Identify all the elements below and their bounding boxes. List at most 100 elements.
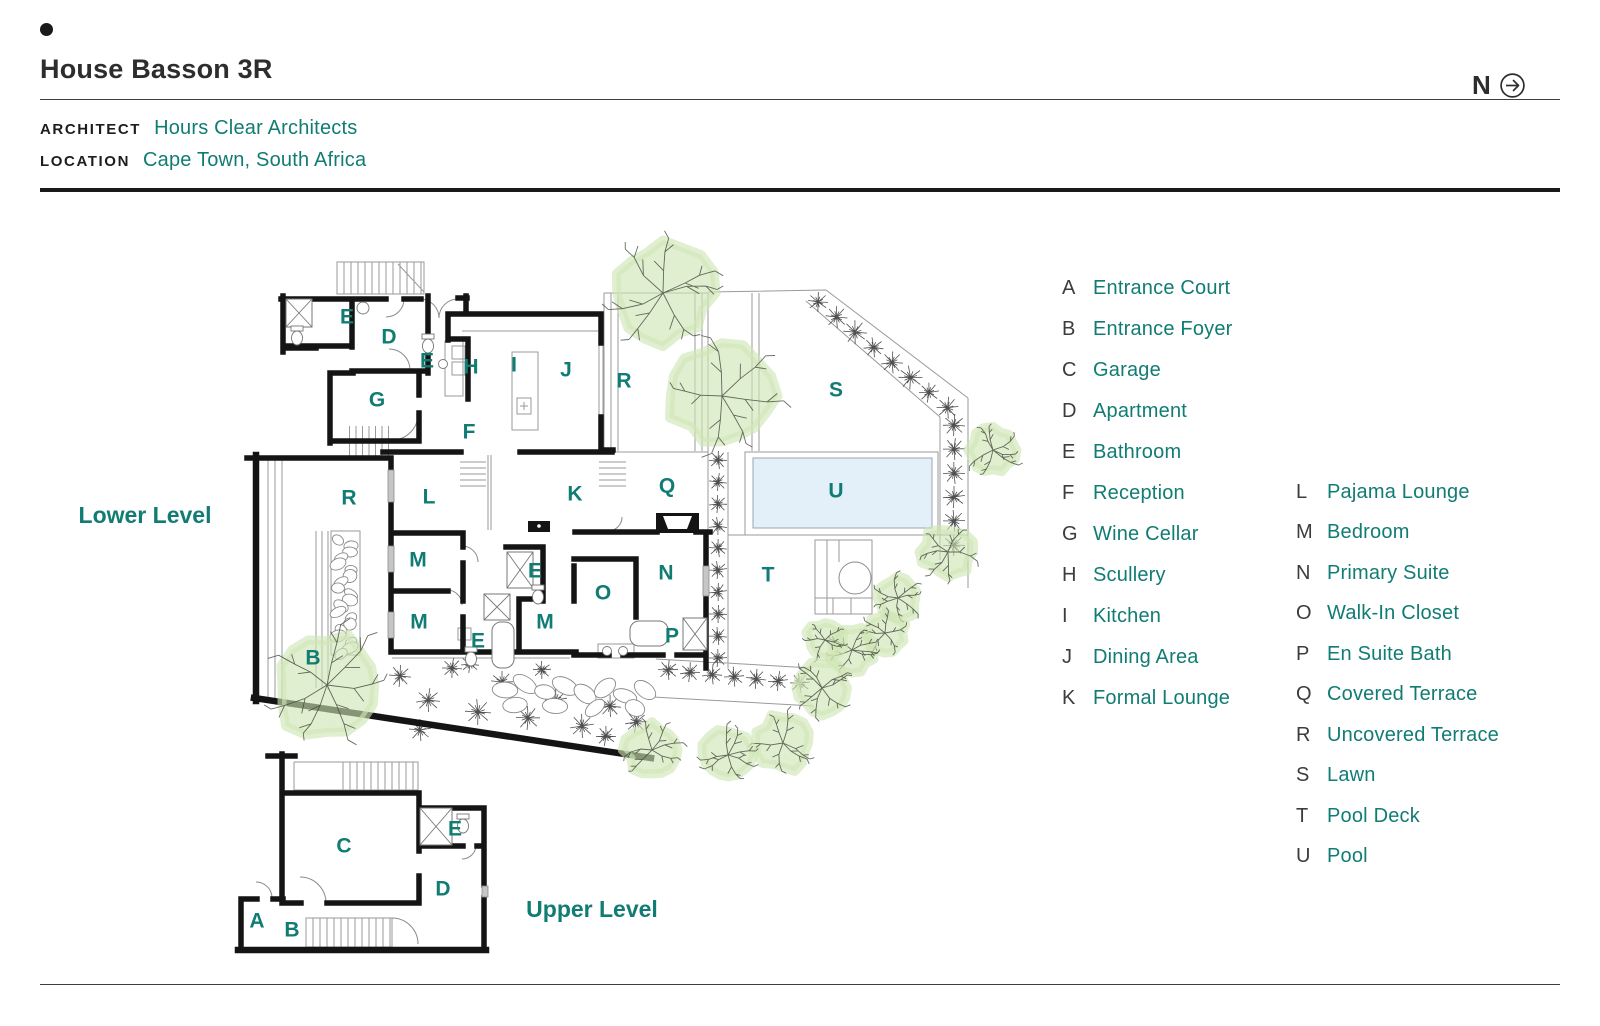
legend-row: K Formal Lounge [1062, 678, 1233, 719]
room-letter: G [369, 389, 385, 412]
legend-row: A Entrance Court [1062, 268, 1233, 309]
room-letter: I [511, 354, 517, 377]
legend-key: A [1062, 277, 1076, 299]
legend-key: E [1062, 441, 1076, 463]
legend-row: E Bathroom [1062, 432, 1233, 473]
legend-row: S Lawn [1296, 756, 1499, 797]
architect-row: ARCHITECT Hours Clear Architects [40, 117, 357, 140]
legend-label: Uncovered Terrace [1327, 723, 1500, 746]
room-letter: E [528, 560, 542, 583]
north-label: N [1472, 70, 1491, 100]
legend-label: Bedroom [1327, 521, 1410, 544]
legend-label: Lawn [1327, 764, 1376, 787]
legend-key: N [1296, 561, 1311, 584]
pool-water [752, 457, 933, 529]
legend-label: Walk-In Closet [1327, 602, 1460, 625]
room-letter: P [665, 625, 679, 648]
legend-label: Scullery [1093, 564, 1166, 586]
legend-label: En Suite Bath [1327, 642, 1452, 665]
legend-key: S [1296, 764, 1310, 787]
location-value: Cape Town, South Africa [143, 149, 367, 171]
room-letter: A [249, 910, 264, 933]
window-marker [387, 545, 395, 573]
room-letter: M [410, 611, 428, 634]
header-divider-thin [40, 99, 1560, 100]
room-letter: R [616, 370, 631, 393]
architect-value: Hours Clear Architects [154, 117, 358, 139]
legend-label: Pool [1327, 845, 1368, 868]
plan-trees [263, 230, 1023, 782]
room-letter: E [448, 818, 462, 841]
window-marker [481, 885, 489, 898]
north-arrow-icon [1500, 73, 1525, 98]
title-bullet-dot [40, 23, 53, 36]
legend-row: N Primary Suite [1296, 553, 1499, 594]
room-letter: L [423, 486, 436, 509]
legend-row: O Walk-In Closet [1296, 594, 1499, 635]
legend-label: Garage [1093, 359, 1161, 381]
footer-divider [40, 984, 1560, 985]
room-letter: E [471, 630, 485, 653]
legend-row: J Dining Area [1062, 637, 1233, 678]
legend-label: Covered Terrace [1327, 683, 1478, 706]
room-letter: F [463, 421, 476, 444]
legend-row: B Entrance Foyer [1062, 309, 1233, 350]
legend-row: Q Covered Terrace [1296, 675, 1499, 716]
legend-label: Formal Lounge [1093, 687, 1231, 709]
window-marker [387, 469, 395, 503]
room-letter: B [284, 919, 299, 942]
level-caption: Upper Level [526, 896, 658, 922]
page-title: House Basson 3R [40, 54, 273, 84]
room-letter: N [658, 562, 673, 585]
window-marker [387, 611, 395, 639]
legend-label: Bathroom [1093, 441, 1182, 463]
room-letter: S [829, 379, 843, 402]
architect-label: ARCHITECT [40, 121, 142, 138]
legend-key: L [1296, 480, 1308, 503]
room-letter: O [595, 582, 611, 605]
legend-key: I [1062, 605, 1068, 627]
interior-walls [238, 293, 713, 950]
room-letter: K [567, 483, 582, 506]
room-letter: E [420, 350, 434, 373]
legend-key: R [1296, 723, 1311, 746]
legend-key: O [1296, 602, 1312, 625]
plan-underlay [744, 451, 939, 536]
legend-label: Wine Cellar [1093, 523, 1199, 545]
plan-walls [234, 293, 713, 954]
location-row: LOCATION Cape Town, South Africa [40, 149, 366, 172]
plan-fixtures [285, 298, 872, 898]
legend-label: Entrance Court [1093, 277, 1231, 299]
legend-key: B [1062, 318, 1076, 340]
legend-key: G [1062, 523, 1078, 545]
legend-label: Pajama Lounge [1327, 480, 1470, 503]
legend-label: Dining Area [1093, 646, 1199, 668]
legend-key: T [1296, 804, 1309, 827]
legend-row: P En Suite Bath [1296, 634, 1499, 675]
room-letter: D [381, 326, 396, 349]
plan-textures [329, 291, 966, 746]
location-label: LOCATION [40, 153, 131, 170]
room-letter: Q [659, 475, 675, 498]
legend-key: J [1062, 646, 1072, 668]
legend-key: P [1296, 642, 1310, 665]
legend-label: Entrance Foyer [1093, 318, 1233, 340]
legend-label: Reception [1093, 482, 1185, 504]
legend-key: K [1062, 687, 1076, 709]
room-letter: R [341, 487, 356, 510]
legend-key: Q [1296, 683, 1312, 706]
legend-label: Primary Suite [1327, 561, 1450, 584]
window-marker [702, 565, 710, 597]
legend-label: Kitchen [1093, 605, 1162, 627]
room-letter: H [463, 356, 478, 379]
room-letter: J [560, 359, 572, 382]
